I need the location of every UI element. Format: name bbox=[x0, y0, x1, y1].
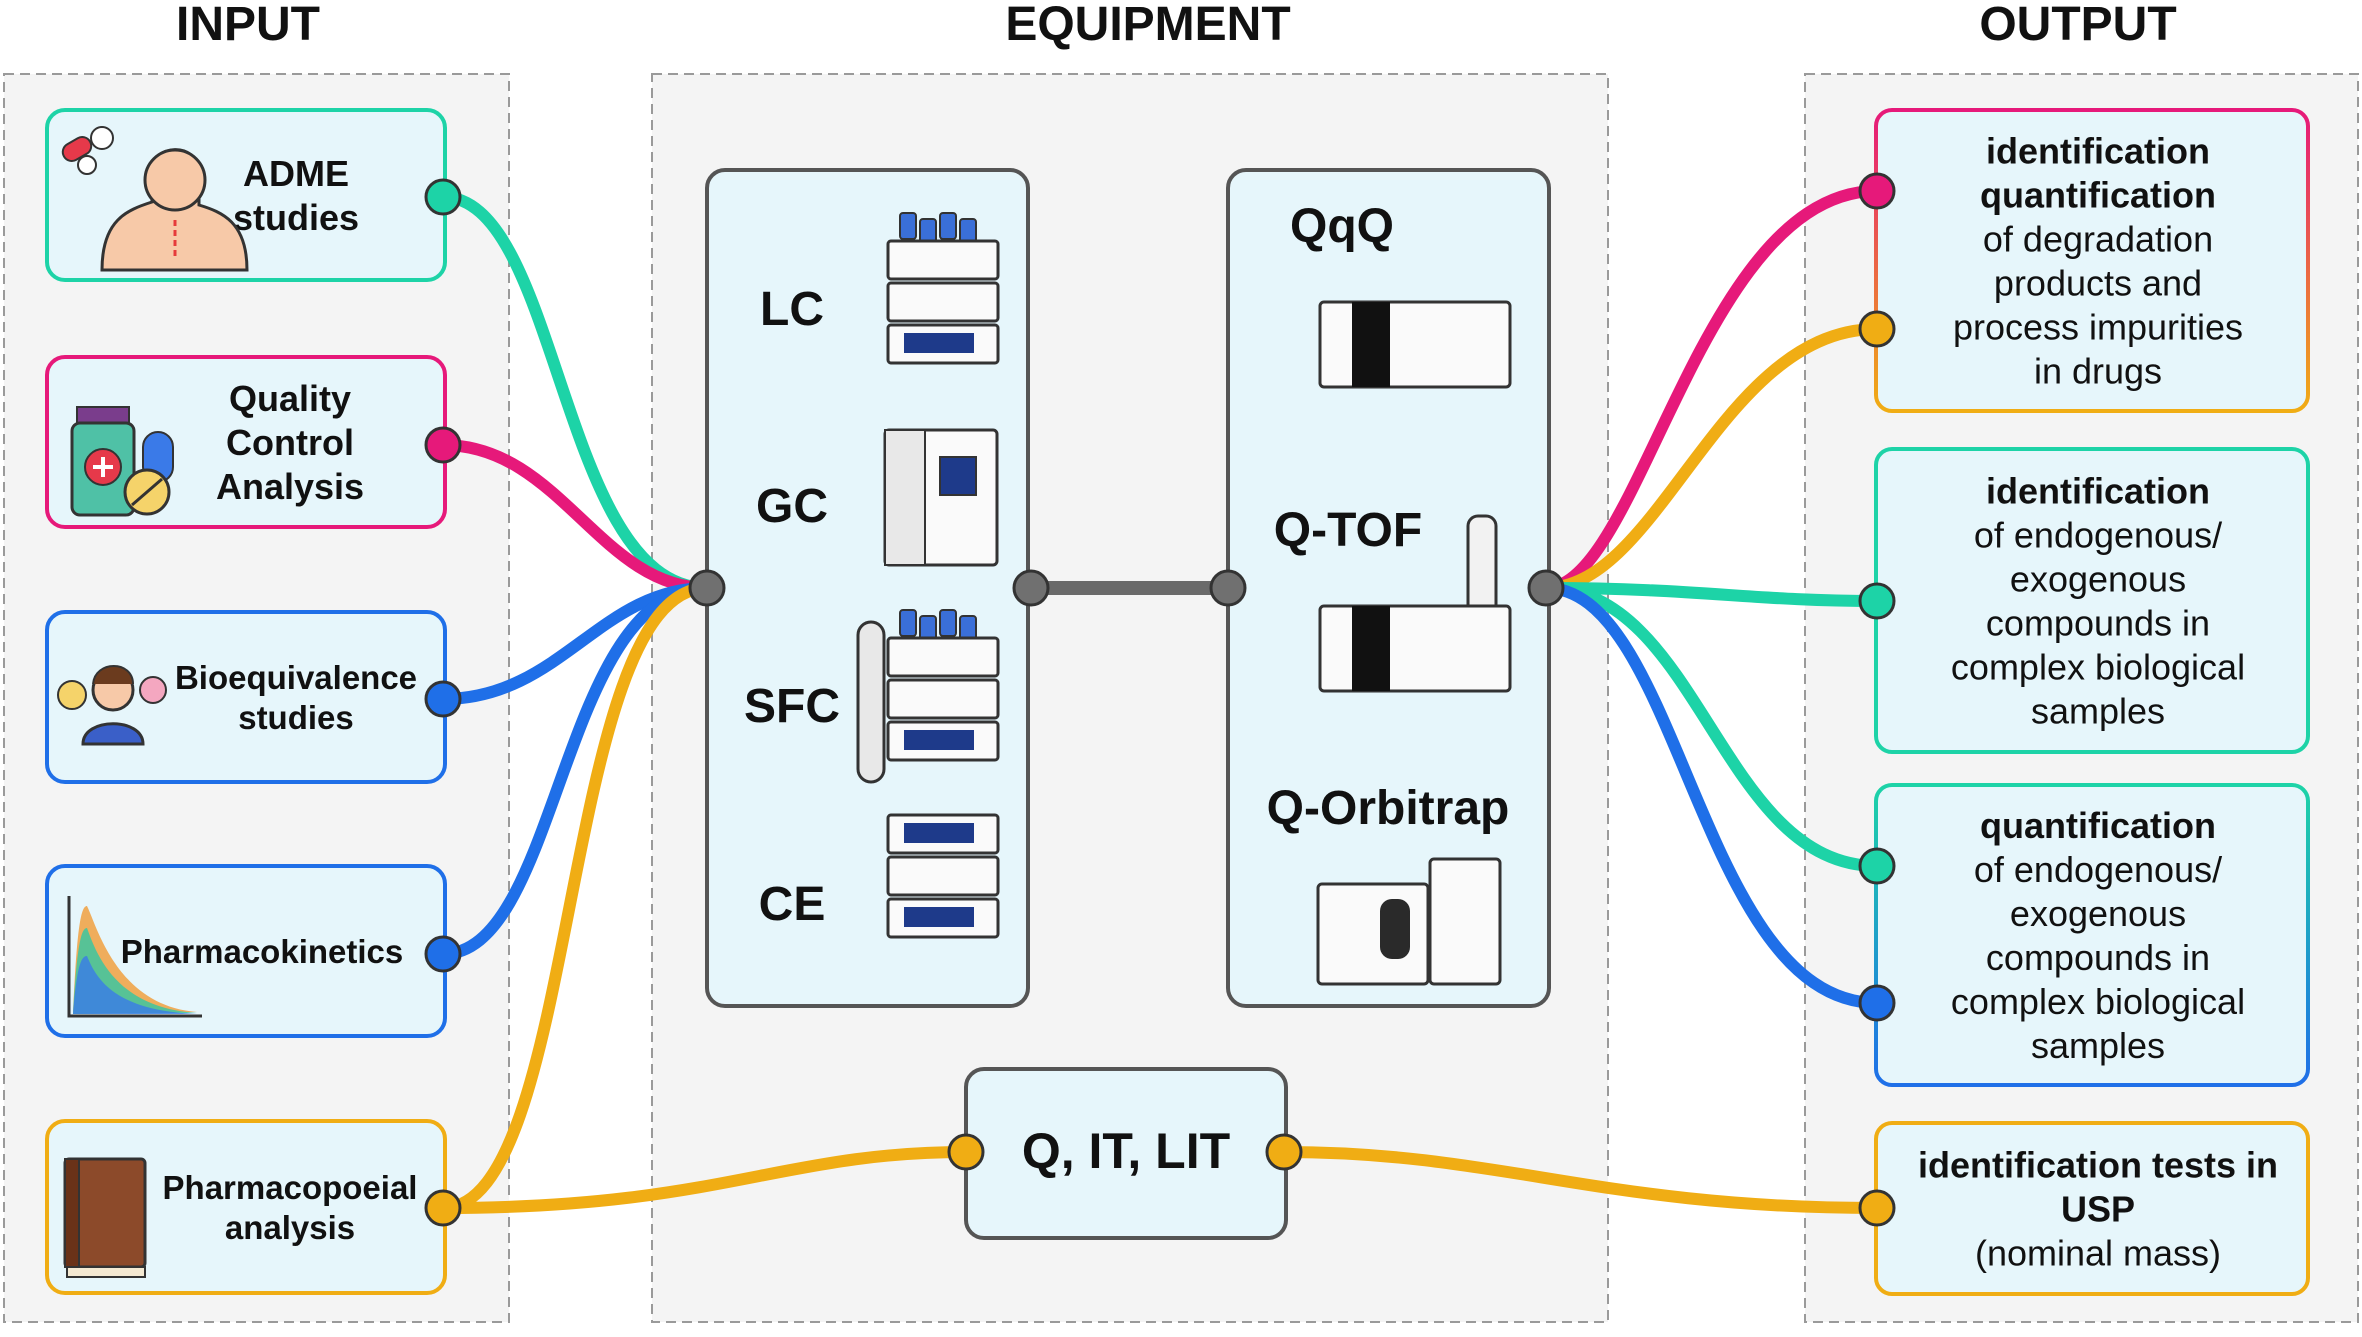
mass-spec-label: Q-TOF bbox=[1274, 504, 1422, 557]
output-description-line: (nominal mass) bbox=[1975, 1233, 2221, 1274]
connector-out1-quant bbox=[1540, 323, 1883, 594]
separation-technique-label: CE bbox=[759, 878, 826, 931]
concentration-time-curve-icon bbox=[67, 896, 202, 1018]
separation-out-dot bbox=[1012, 569, 1050, 607]
connector-out1-id bbox=[1540, 185, 1883, 594]
connector-out2 bbox=[1540, 582, 1883, 607]
patient-swallowing-pills-icon bbox=[61, 126, 249, 272]
separation-technique-label: GC bbox=[756, 480, 828, 533]
input-label-line: ADME bbox=[243, 153, 349, 194]
input-label-line: Bioequivalence bbox=[175, 659, 417, 696]
low-res-label: Q, IT, LIT bbox=[1022, 1123, 1230, 1179]
connector-adme bbox=[437, 191, 713, 594]
separation-technique-label: LC bbox=[760, 283, 824, 336]
output-description-line: of degradation bbox=[1983, 219, 2213, 260]
output-description-line: in drugs bbox=[2034, 351, 2162, 392]
mass-spec-label: Q-Orbitrap bbox=[1267, 782, 1510, 835]
output-description-line: samples bbox=[2031, 691, 2165, 732]
output-title-line: quantification bbox=[1980, 175, 2216, 216]
input-label-line: studies bbox=[233, 197, 359, 238]
pharmacopoeial-connector-dot bbox=[424, 1189, 462, 1227]
qc-connector-dot bbox=[424, 426, 462, 464]
person-comparing-pills-icon bbox=[57, 665, 167, 746]
output-description-line: complex biological bbox=[1951, 981, 2245, 1022]
lc-instrument-icon bbox=[886, 212, 1000, 365]
connector-lit-usp bbox=[1278, 1146, 1883, 1214]
equipment-header: EQUIPMENT bbox=[1005, 0, 1290, 51]
bioequivalence-connector-dot bbox=[424, 680, 462, 718]
output-description-line: samples bbox=[2031, 1025, 2165, 1066]
connector-qc bbox=[437, 439, 713, 594]
output-description-line: products and bbox=[1994, 263, 2202, 304]
output-description-line: of endogenous/ bbox=[1974, 515, 2222, 556]
book-icon bbox=[63, 1157, 147, 1278]
connector-out3-quant bbox=[1540, 582, 1883, 1009]
output-title-line: identification tests in bbox=[1918, 1145, 2278, 1186]
input-label-line: studies bbox=[238, 699, 354, 736]
separation-in-dot bbox=[688, 569, 726, 607]
output-description-line: complex biological bbox=[1951, 647, 2245, 688]
pk-connector-dot bbox=[424, 935, 462, 973]
output-box-frame bbox=[1874, 108, 2310, 413]
sfc-instrument-icon bbox=[856, 609, 1000, 784]
separation-technique-label: SFC bbox=[744, 680, 840, 733]
output2-dot bbox=[1858, 582, 1896, 620]
connector-pk bbox=[437, 582, 713, 960]
output3-teal-dot bbox=[1858, 847, 1896, 885]
orbitrap-instrument-icon bbox=[1316, 857, 1502, 986]
low-res-in-dot bbox=[947, 1133, 985, 1171]
input-label-line: Pharmacopoeial bbox=[163, 1169, 418, 1206]
output-description-line: exogenous bbox=[2010, 893, 2186, 934]
output-description-line: process impurities bbox=[1953, 307, 2243, 348]
output3-blue-dot bbox=[1858, 984, 1896, 1022]
qtof-instrument-icon bbox=[1318, 514, 1512, 693]
equipment-group: Q, IT, LIT LC GC SFC CE QqQ Q-TOF Q-Orbitrap bbox=[705, 168, 1551, 1240]
output1-quant-dot bbox=[1858, 310, 1896, 348]
input-label-line: Control bbox=[226, 422, 354, 463]
output-title-line: quantification bbox=[1980, 805, 2216, 846]
mass-spec-label: QqQ bbox=[1290, 200, 1394, 253]
connector-pharmacopoeial-up bbox=[437, 582, 713, 1214]
qqq-instrument-icon bbox=[1318, 300, 1512, 389]
output-title-line: USP bbox=[2061, 1189, 2135, 1230]
output-description-line: exogenous bbox=[2010, 559, 2186, 600]
mass-spec-out-dot bbox=[1527, 569, 1565, 607]
input-label-line: Analysis bbox=[216, 466, 364, 507]
output1-id-dot bbox=[1858, 172, 1896, 210]
output-description-line: compounds in bbox=[1986, 937, 2210, 978]
input-label-line: Quality bbox=[229, 378, 351, 419]
mass-spec-in-dot bbox=[1209, 569, 1247, 607]
output-description-line: compounds in bbox=[1986, 603, 2210, 644]
connector-lines bbox=[437, 185, 1883, 1214]
output-header: OUTPUT bbox=[1979, 0, 2176, 51]
low-res-out-dot bbox=[1265, 1133, 1303, 1171]
output-description-line: of endogenous/ bbox=[1974, 849, 2222, 890]
gc-instrument-icon bbox=[883, 428, 999, 567]
input-box-3: Pharmacokinetics bbox=[45, 864, 447, 1038]
medicine-bottle-pills-icon bbox=[70, 406, 174, 517]
input-label-line: Pharmacokinetics bbox=[121, 933, 403, 970]
adme-connector-dot bbox=[424, 178, 462, 216]
output-title-line: identification bbox=[1986, 471, 2210, 512]
connector-out3-id bbox=[1540, 582, 1883, 872]
connector-pharmacopoeial-lit bbox=[437, 1146, 972, 1214]
ce-instrument-icon bbox=[886, 813, 1000, 939]
input-label-line: analysis bbox=[225, 1209, 355, 1246]
output4-dot bbox=[1858, 1189, 1896, 1227]
output-box-frame bbox=[1874, 783, 2310, 1087]
input-header: INPUT bbox=[176, 0, 320, 51]
output-title-line: identification bbox=[1986, 131, 2210, 172]
